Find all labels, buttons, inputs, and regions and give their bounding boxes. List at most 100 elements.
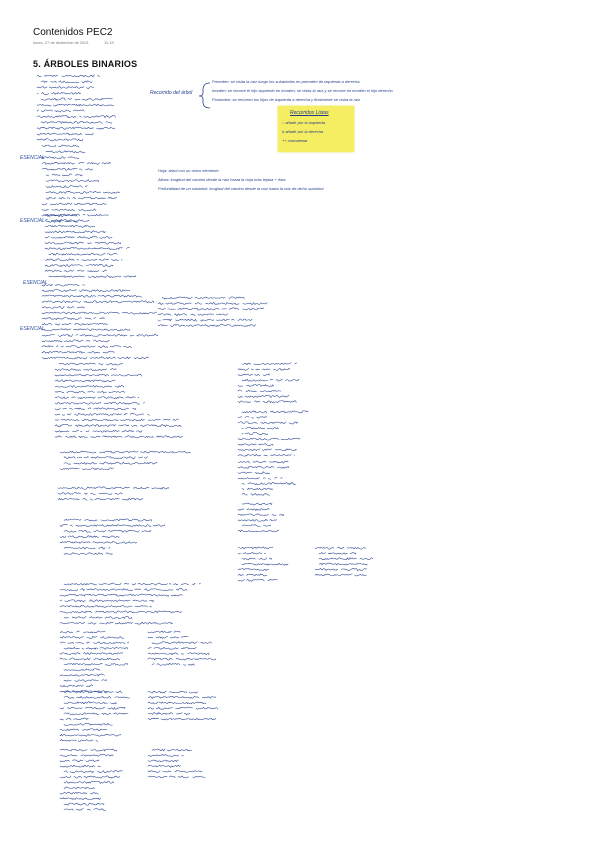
handwriting-stroke (59, 733, 121, 737)
handwriting-stroke (64, 723, 115, 725)
handwriting-stroke (41, 328, 131, 332)
handwriting-stroke (41, 214, 78, 217)
handwriting-stroke (237, 546, 274, 550)
handwriting-stroke (59, 754, 114, 757)
handwriting-stroke (59, 684, 94, 688)
handwriting-stroke (59, 467, 114, 471)
handwriting-stroke (59, 748, 118, 752)
page-title: Contenidos PEC2 (33, 27, 113, 38)
handwriting-stroke (57, 486, 169, 490)
page-time: 11:19 (103, 40, 114, 45)
highlight-item: ++ concatenar (282, 138, 308, 143)
handwriting-stroke (41, 208, 96, 212)
handwriting-stroke (63, 786, 95, 790)
handwriting-stroke (147, 717, 217, 721)
handwriting-stroke (241, 410, 309, 414)
handwriting-stroke (41, 356, 149, 360)
handwriting-stroke (241, 557, 272, 561)
handwriting-stroke (58, 498, 147, 500)
handwriting-stroke (44, 263, 114, 267)
handwriting-stroke (59, 636, 125, 639)
handwriting-stroke (147, 770, 203, 773)
handwriting-stroke (237, 477, 283, 480)
handwriting-stroke (237, 568, 269, 571)
handwriting-stroke (41, 322, 108, 326)
handwriting-stroke (40, 80, 93, 84)
handwriting-stroke (41, 306, 85, 309)
handwriting-stroke (63, 461, 158, 465)
handwriting-stroke (152, 642, 215, 644)
handwriting-stroke (36, 115, 116, 118)
handwriting-stroke (60, 658, 124, 660)
handwriting-stroke (59, 630, 106, 634)
handwriting-stroke (148, 765, 182, 767)
handwriting-stroke (54, 379, 116, 383)
handwriting-stroke (59, 610, 182, 614)
handwriting-stroke (157, 307, 264, 311)
handwriting-stroke (63, 546, 110, 550)
handwriting-stroke (63, 780, 115, 784)
definition-altura: Altura: longitud del camino desde la raí… (158, 177, 286, 182)
handwriting-stroke (147, 636, 189, 639)
handwriting-stroke (238, 385, 277, 387)
handwriting-stroke (37, 139, 86, 141)
handwriting-stroke (318, 557, 374, 560)
handwriting-stroke (37, 133, 97, 135)
handwriting-stroke (59, 588, 188, 592)
handwriting-stroke (60, 652, 126, 654)
handwriting-stroke (45, 179, 100, 183)
handwriting-stroke (59, 759, 100, 763)
handwriting-stroke (59, 775, 121, 779)
page-date: lunes, 27 de diciembre de 2021 (33, 40, 89, 45)
handwriting-stroke (314, 546, 366, 550)
handwriting-stroke (45, 191, 120, 194)
handwriting-stroke (63, 616, 133, 619)
handwriting-stroke (237, 443, 274, 446)
handwriting-stroke (63, 646, 128, 650)
handwriting-stroke (36, 92, 81, 95)
handwriting-stroke (241, 492, 270, 496)
handwriting-stroke (241, 378, 299, 382)
handwriting-stroke (237, 513, 284, 517)
handwriting-stroke (63, 770, 123, 773)
handwriting-stroke (57, 492, 123, 495)
handwriting-stroke (318, 552, 357, 555)
handwriting-stroke (147, 775, 206, 779)
handwriting-stroke (44, 269, 107, 273)
highlight-box: Recorridos Listas :: añadir por la izqui… (278, 106, 354, 152)
handwriting-stroke (237, 573, 268, 577)
handwriting-stroke (48, 275, 137, 278)
handwriting-stroke (157, 318, 253, 322)
handwriting-stroke (63, 668, 101, 672)
handwriting-stroke (237, 395, 290, 398)
handwriting-stroke (147, 754, 184, 757)
handwriting-stroke (237, 529, 280, 533)
handwriting-stroke (54, 374, 142, 377)
handwriting-stroke (54, 390, 125, 394)
handwriting-stroke (36, 126, 115, 130)
handwriting-stroke (60, 594, 186, 596)
handwriting-stroke (45, 196, 117, 200)
handwriting-stroke (241, 562, 289, 566)
handwriting-stroke (36, 74, 100, 78)
handwriting-stroke (45, 185, 88, 189)
handwriting-stroke (237, 448, 297, 452)
handwriting-stroke (41, 339, 110, 343)
handwriting-stroke (41, 294, 142, 298)
section-title: 5. ÁRBOLES BINARIOS (33, 59, 138, 69)
handwriting-stroke (63, 679, 107, 682)
handwriting-stroke (147, 652, 210, 655)
handwriting-stroke (147, 706, 218, 710)
handwriting-stroke (59, 706, 126, 710)
handwriting-stroke (315, 568, 370, 570)
handwriting-stroke (44, 219, 90, 222)
handwriting-stroke (238, 438, 303, 440)
handwriting-stroke (44, 213, 109, 217)
handwriting-stroke (237, 518, 277, 522)
handwriting-stroke (241, 524, 271, 527)
handwriting-stroke (241, 487, 273, 491)
handwriting-stroke (41, 167, 93, 171)
handwriting-stroke (238, 390, 284, 392)
